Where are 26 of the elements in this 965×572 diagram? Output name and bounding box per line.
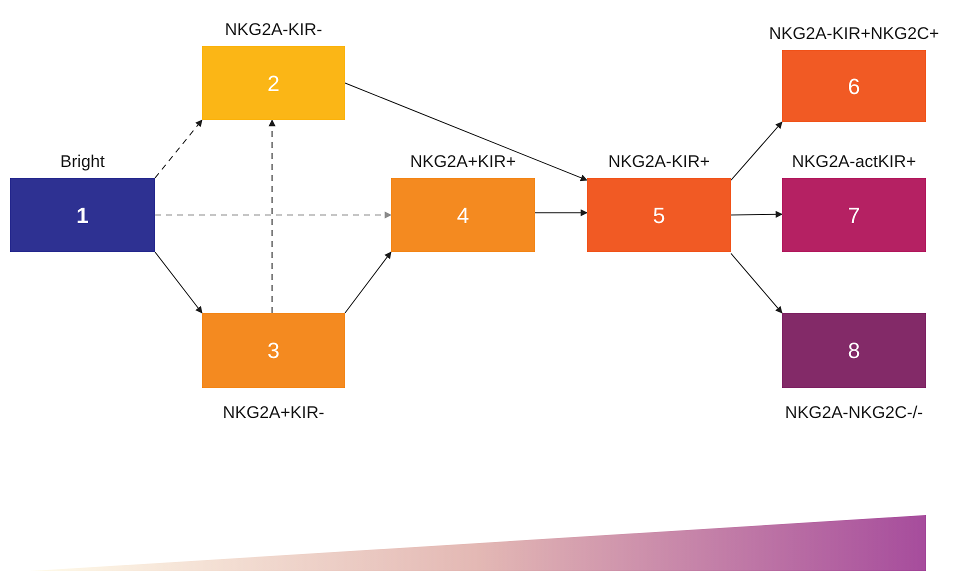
- arrow: [154, 119, 202, 178]
- stage-number: 6: [848, 72, 860, 100]
- arrow: [730, 252, 782, 314]
- arrow: [344, 251, 392, 314]
- arrow: [730, 121, 782, 181]
- stage-label: NKG2A+KIR+: [410, 150, 516, 172]
- stage-number: 8: [848, 337, 860, 365]
- stage-label: NKG2A+KIR-: [222, 402, 324, 424]
- stage-label: Bright: [60, 150, 105, 172]
- arrow: [534, 209, 588, 216]
- arrow: [730, 210, 783, 218]
- stage-label: NKG2A-NKG2C-/-: [785, 402, 923, 424]
- arrow: [154, 252, 202, 314]
- stage-label: NKG2A-KIR+NKG2C+: [768, 22, 940, 44]
- arrow: [344, 82, 588, 182]
- stage-number: 1: [76, 202, 89, 230]
- stage-label: NKG2A-actKIR+: [792, 150, 916, 172]
- stage-number: 2: [267, 70, 280, 98]
- arrow: [154, 212, 392, 218]
- stage-number: 3: [267, 337, 280, 365]
- stage-number: 7: [848, 202, 860, 230]
- stage-label: NKG2A-KIR-: [224, 18, 322, 40]
- stage-number: 5: [652, 202, 666, 230]
- stage-label: NKG2A-KIR+: [608, 150, 710, 172]
- stage-number: 4: [456, 202, 470, 230]
- arrow: [268, 119, 276, 314]
